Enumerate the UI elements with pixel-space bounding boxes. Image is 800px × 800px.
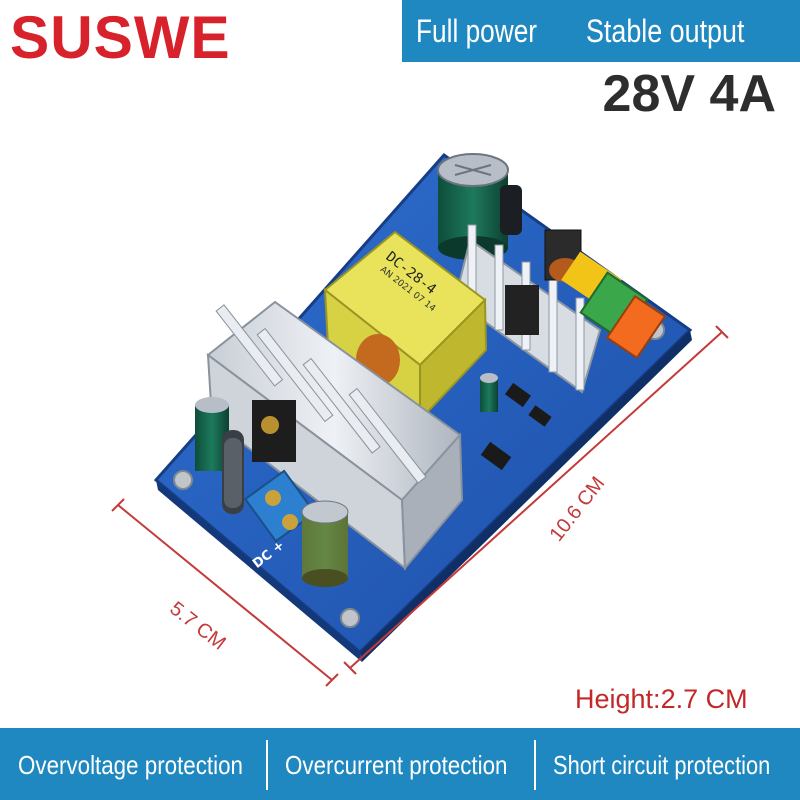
filter-capacitor (301, 500, 349, 587)
height-label-value: 2.7 CM (660, 684, 748, 714)
dimension-lines (111, 325, 729, 687)
transformer: DC-28-4 AN 2021 07 14 (323, 230, 488, 423)
brand-logo: SUSWE (10, 4, 231, 71)
feature-short-circuit: Short circuit protection (553, 750, 771, 780)
top-banner: Full power Stable output (402, 0, 800, 62)
spec-rating: 28V 4A (602, 65, 776, 123)
banner-stable-output: Stable output (586, 13, 745, 49)
feature-divider (266, 740, 268, 790)
feature-overvoltage: Overvoltage protection (18, 750, 243, 780)
feature-overcurrent: Overcurrent protection (285, 750, 508, 780)
banner-full-power: Full power (416, 13, 538, 49)
large-heatsink (206, 300, 464, 571)
feature-divider (534, 740, 536, 790)
height-label-text: Height (575, 684, 654, 714)
height-label-sep: : (653, 684, 661, 714)
height-label: Height:2.7 CM (575, 684, 748, 715)
feature-bar: Overvoltage protection Overcurrent prote… (0, 728, 800, 800)
